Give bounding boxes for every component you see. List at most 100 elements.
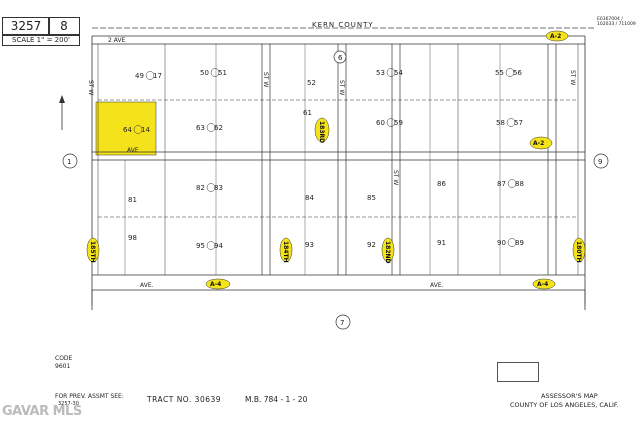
prev-assmt-ref: 3257-30 <box>58 401 79 407</box>
lot-number: 63 <box>196 124 205 132</box>
label-182nd: 182ND <box>384 241 391 264</box>
lot-number: 52 <box>307 79 316 87</box>
kern-county-label: KERN COUNTY <box>312 21 374 29</box>
parcel-number: 88 <box>515 180 524 188</box>
lot-number: 85 <box>367 194 376 202</box>
lot-number: 60 <box>376 119 385 127</box>
parcel-number: 89 <box>515 239 524 247</box>
street-st-w-3: ST W <box>338 80 345 95</box>
lot-number: 53 <box>376 69 385 77</box>
parcel-circle <box>210 68 220 77</box>
parcel-circle <box>206 241 216 250</box>
street-st-w-5: ST W <box>569 70 576 85</box>
tract-number: TRACT NO. 30639 <box>147 395 222 404</box>
lot-number: 84 <box>305 194 314 202</box>
oval-a2-top <box>545 30 569 42</box>
map-book-ref: M.B. 784 - 1 - 20 <box>245 395 308 404</box>
label-a2-top: A-2 <box>550 33 561 40</box>
lot-number: 92 <box>367 241 376 249</box>
section-label-right: 9 <box>598 158 602 166</box>
county-label: COUNTY OF LOS ANGELES, CALIF. <box>510 401 619 409</box>
parcel-circle <box>386 118 396 127</box>
parcel-number: 62 <box>214 124 223 132</box>
parcel-circle <box>206 183 216 192</box>
lot-number: 50 <box>200 69 209 77</box>
parcel-number: 14 <box>141 126 150 134</box>
parcel-number: 59 <box>394 119 403 127</box>
page-number-box: 8 <box>48 17 80 35</box>
parcel-number: 54 <box>394 69 403 77</box>
assessor-map-label: ASSESSOR'S MAP <box>541 392 598 400</box>
oval-a2-mid <box>529 136 553 150</box>
lot-number: 82 <box>196 184 205 192</box>
lot-number: 87 <box>497 180 506 188</box>
lot-number: 61 <box>303 109 312 117</box>
lot-number: 49 <box>135 72 144 80</box>
parcel-circle <box>507 179 517 188</box>
section-marker-right <box>593 153 609 169</box>
oval-183rd <box>314 117 330 143</box>
oval-184th <box>279 237 293 263</box>
lot-number: 81 <box>128 196 137 204</box>
parcel-number: 83 <box>214 184 223 192</box>
section-label-top: 6 <box>338 54 343 62</box>
parcel-number: 57 <box>514 119 523 127</box>
street-ave-bottom-left: AVE. <box>140 282 154 289</box>
parcel-circle <box>506 118 516 127</box>
parcel-circle <box>133 125 143 134</box>
scale-label: SCALE 1" = 200' <box>2 35 80 46</box>
section-marker-bottom <box>335 314 351 330</box>
parcel-number: 56 <box>513 69 522 77</box>
street-st-w-2: ST W <box>262 72 269 87</box>
oval-a4-right <box>532 278 556 290</box>
code-label: CODE <box>55 355 73 362</box>
parcel-circle <box>505 68 515 77</box>
lot-number: 55 <box>495 69 504 77</box>
street-2-ave: 2 AVE <box>108 37 126 44</box>
book-number-box: 3257 <box>2 17 50 35</box>
lot-number: 98 <box>128 234 137 242</box>
mls-watermark: GAVAR MLS <box>2 404 82 419</box>
lot-number: 95 <box>196 242 205 250</box>
parcel-number: 17 <box>153 72 162 80</box>
parcel-circle <box>386 68 396 77</box>
highlighted-parcel <box>96 102 156 155</box>
street-ave-bottom-right: AVE. <box>430 282 444 289</box>
lot-number: 93 <box>305 241 314 249</box>
label-183rd: 183RD <box>318 121 325 143</box>
label-a2-mid: A-2 <box>533 140 544 147</box>
parcel-number: 94 <box>214 242 223 250</box>
parcel-circle <box>145 71 155 80</box>
label-185th: 185TH <box>89 241 96 263</box>
label-a4-right: A-4 <box>537 281 548 288</box>
parcel-number: 51 <box>218 69 227 77</box>
code-value: 9601 <box>55 363 71 370</box>
parcel-circle <box>206 123 216 132</box>
oval-185th <box>86 237 100 263</box>
lot-number: 91 <box>437 239 446 247</box>
oval-a4-left <box>205 278 231 290</box>
section-label-bottom: 7 <box>340 319 344 327</box>
section-marker-top <box>333 50 347 64</box>
stamp-box <box>497 362 539 382</box>
street-st-w-4: ST W <box>392 170 399 185</box>
label-184th: 184TH <box>282 241 289 263</box>
lot-number: 86 <box>437 180 446 188</box>
section-marker-left <box>62 153 78 169</box>
lot-number: 90 <box>497 239 506 247</box>
oval-182nd <box>381 237 395 263</box>
label-180th: 180TH <box>575 241 582 263</box>
oval-180th <box>572 237 586 263</box>
lot-number: 64 <box>123 126 132 134</box>
north-arrow-head <box>59 95 65 103</box>
street-ave-mid: AVE <box>127 147 139 154</box>
label-a4-left: A-4 <box>210 281 221 288</box>
section-label-left: 1 <box>67 158 71 166</box>
street-st-w-1: ST W <box>87 80 94 95</box>
corner-note: E0367004 / 102033 / 711009 <box>597 17 636 27</box>
prev-assmt-label: FOR PREV. ASSMT SEE: <box>55 393 124 400</box>
parcel-circle <box>507 238 517 247</box>
lot-number: 58 <box>496 119 505 127</box>
